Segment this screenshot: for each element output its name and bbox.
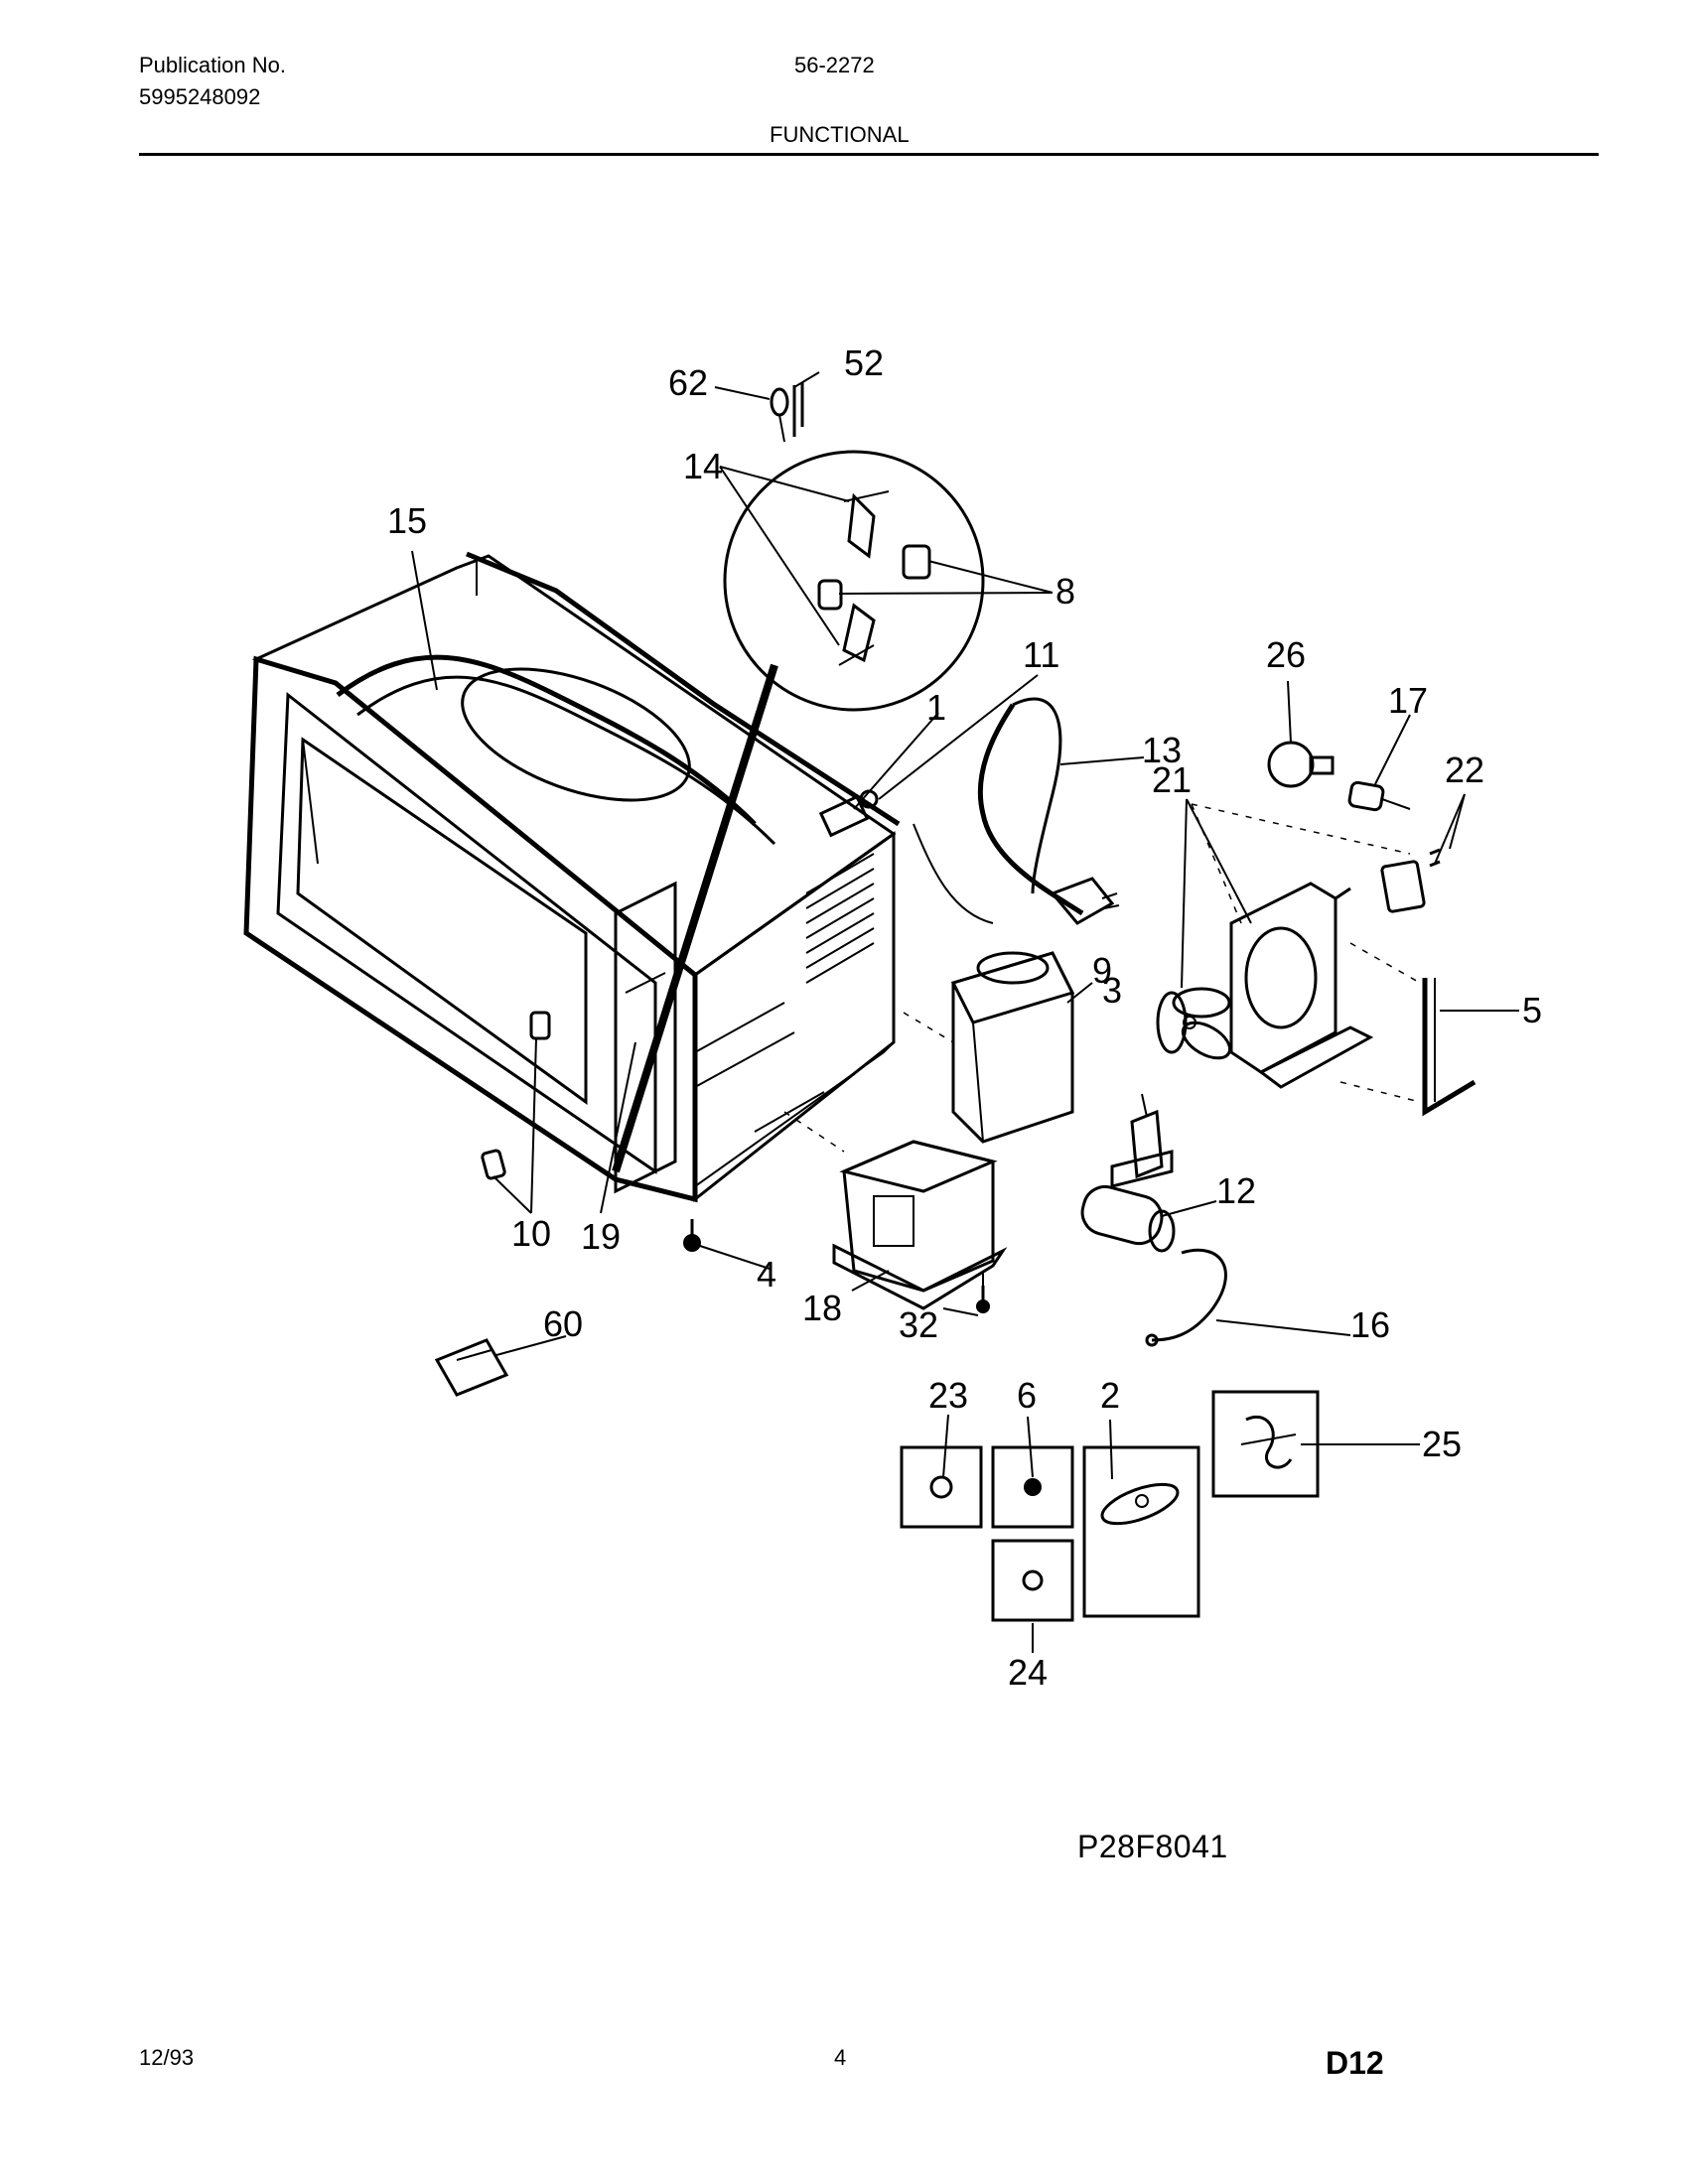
model-code: 56-2272 bbox=[794, 53, 875, 77]
interlock-bracket bbox=[818, 789, 879, 838]
callout-24: 24 bbox=[1008, 1652, 1048, 1693]
callout-22: 22 bbox=[1445, 750, 1484, 790]
callout-12: 12 bbox=[1216, 1170, 1256, 1211]
publication-label: Publication No. bbox=[139, 53, 286, 77]
capacitor-assembly bbox=[1080, 1109, 1227, 1347]
callout-5: 5 bbox=[1522, 990, 1542, 1030]
callout-17: 17 bbox=[1388, 680, 1428, 721]
callout-14: 14 bbox=[683, 446, 723, 486]
callout-1: 1 bbox=[926, 687, 946, 728]
callout-6: 6 bbox=[1017, 1375, 1037, 1416]
callout-4: 4 bbox=[757, 1254, 776, 1295]
part-boxes bbox=[900, 1390, 1320, 1622]
callout-3: 3 bbox=[1102, 970, 1122, 1011]
foot-screw bbox=[683, 1219, 701, 1252]
page-number: 4 bbox=[834, 2045, 847, 2070]
callout-11: 11 bbox=[1023, 634, 1059, 675]
callout-23: 23 bbox=[928, 1375, 968, 1416]
callout-25: 25 bbox=[1422, 1424, 1462, 1464]
callout-8: 8 bbox=[1055, 571, 1075, 612]
callout-10: 10 bbox=[511, 1213, 551, 1254]
callout-18: 18 bbox=[802, 1288, 842, 1328]
callout-52: 52 bbox=[844, 342, 884, 383]
section-title: FUNCTIONAL bbox=[770, 122, 910, 147]
callout-21: 21 bbox=[1152, 759, 1192, 800]
callout-labels: 62 52 14 15 8 11 1 26 17 22 13 21 9 5 3 … bbox=[387, 342, 1542, 1693]
callout-2: 2 bbox=[1100, 1375, 1120, 1416]
callout-26: 26 bbox=[1266, 634, 1306, 675]
callout-13: 13 bbox=[1142, 730, 1182, 770]
leader-lines bbox=[411, 371, 1519, 1653]
callout-19: 19 bbox=[581, 1216, 621, 1257]
magnetron bbox=[950, 951, 1075, 1144]
transformer bbox=[832, 1140, 1008, 1313]
publication-number: 5995248092 bbox=[139, 84, 261, 109]
header-rule bbox=[139, 153, 1599, 156]
oven-cabinet bbox=[243, 551, 901, 1203]
callout-16: 16 bbox=[1350, 1304, 1390, 1345]
drawing-code: P28F8041 bbox=[1077, 1829, 1228, 1864]
guide-lines bbox=[783, 803, 1421, 1153]
power-cord bbox=[913, 697, 1120, 925]
page-code: D12 bbox=[1326, 2045, 1384, 2081]
fan-blade bbox=[1156, 987, 1232, 1060]
latch-plate bbox=[434, 1338, 509, 1397]
fan-motor-bracket bbox=[1229, 741, 1477, 1117]
callout-60: 60 bbox=[543, 1303, 583, 1344]
callout-32: 32 bbox=[899, 1304, 938, 1345]
callout-62: 62 bbox=[668, 362, 708, 403]
switch-cluster-detail bbox=[723, 382, 985, 712]
callout-15: 15 bbox=[387, 500, 427, 541]
callout-9: 9 bbox=[1092, 950, 1112, 991]
footer-date: 12/93 bbox=[139, 2045, 195, 2070]
